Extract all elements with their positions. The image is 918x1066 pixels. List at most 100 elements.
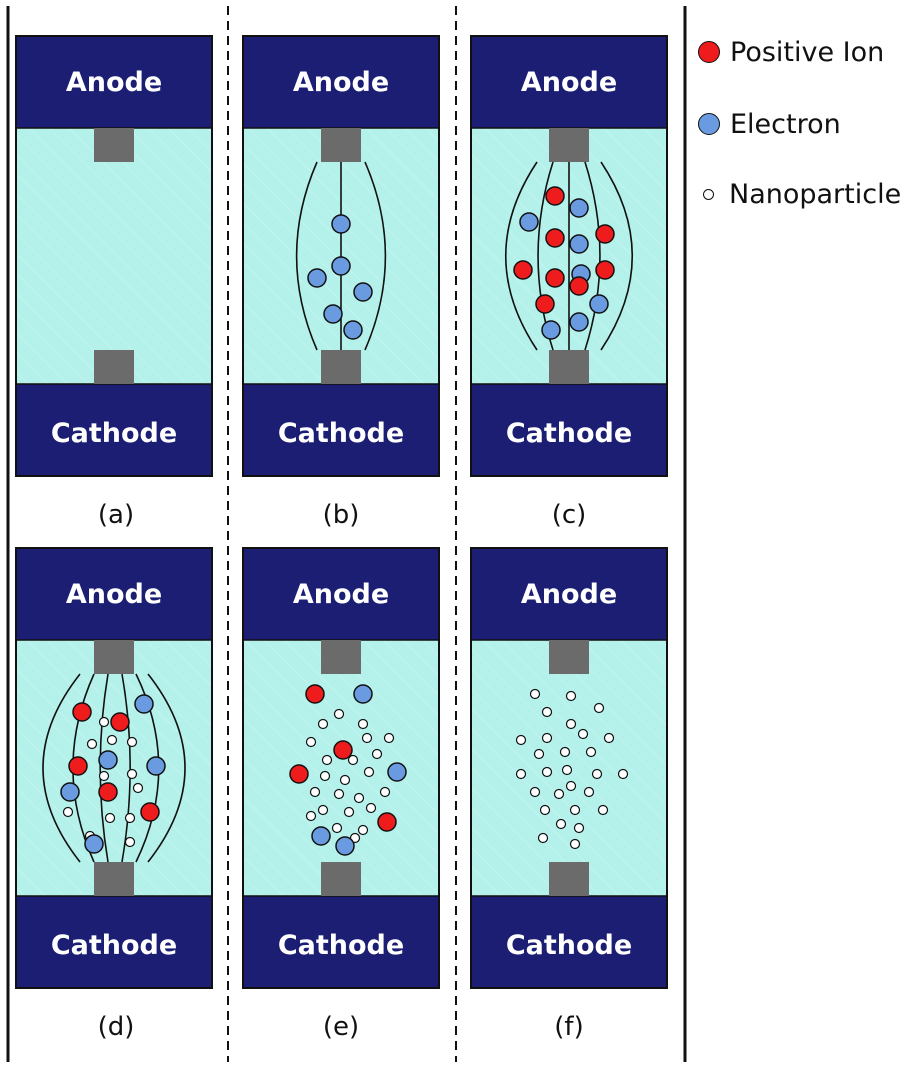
nanoparticle-particle [555,818,567,830]
electron-particle [331,256,351,276]
anode-label: Anode [293,579,389,610]
nanoparticle-particle [86,738,98,750]
panel-frame [242,35,440,477]
cathode-tip [321,350,361,384]
anode-block [16,548,212,640]
nanoparticle-particle [529,786,541,798]
anode-tip [94,640,134,674]
electron-particle [311,826,331,846]
nanoparticle-particle [537,832,549,844]
nanoparticle-particle [333,708,345,720]
cathode-block [471,896,667,988]
panel-frame [470,35,668,477]
electron-particle [134,694,154,714]
nanoparticle-particle [617,768,629,780]
anode-tip [549,640,589,674]
positive-ion-particle [569,276,589,296]
anode-block [243,548,439,640]
cathode-label: Cathode [51,418,177,449]
anode-label: Anode [293,67,389,98]
panel-frame [242,547,440,989]
nanoparticle-particle [319,770,331,782]
positive-ion-particle [535,294,555,314]
electron-particle [335,836,355,856]
nanoparticle-particle [333,788,345,800]
panel-label-c: (c) [551,500,587,530]
nanoparticle-particle [529,688,541,700]
nanoparticle-particle [321,754,333,766]
anode-block [471,548,667,640]
panel-label-b: (b) [322,500,360,530]
discharge-channel-line [295,161,318,351]
nanoparticle-particle [126,736,138,748]
positive-ion-particle [72,702,92,722]
anode-tip [321,640,361,674]
nanoparticle-particle [541,732,553,744]
electron-particle [589,294,609,314]
electron-particle [146,756,166,776]
positive-ion-particle [110,712,130,732]
panel-frame [470,547,668,989]
nanoparticle-particle [379,786,391,798]
anode-label: Anode [66,67,162,98]
cathode-block [243,384,439,476]
electron-particle [343,320,363,340]
nanoparticle-particle [539,804,551,816]
discharge-channel-line [584,161,601,351]
positive-ion-icon [698,41,720,63]
nanoparticle-particle [515,734,527,746]
nanoparticle-particle [533,748,545,760]
panel-label-e: (e) [322,1012,360,1042]
panel-frame [15,547,213,989]
cathode-label: Cathode [506,418,632,449]
cathode-label: Cathode [51,930,177,961]
anode-tip [321,128,361,162]
discharge-channel-line [600,161,633,351]
legend-label-positive-ion: Positive Ion [730,36,885,68]
electron-particle [569,198,589,218]
nanoparticle-particle [585,746,597,758]
electron-particle [98,750,118,770]
positive-ion-particle [545,228,565,248]
cathode-tip [321,862,361,896]
electron-icon [698,113,720,135]
cathode-label: Cathode [278,418,404,449]
panel-frame [15,35,213,477]
nanoparticle-particle [591,768,603,780]
cathode-block [16,384,212,476]
nanoparticle-particle [126,768,138,780]
nanoparticle-particle [305,736,317,748]
positive-ion-particle [545,268,565,288]
nanoparticle-particle [365,802,377,814]
nanoparticle-particle [553,788,565,800]
anode-tip [94,128,134,162]
cathode-tip [94,862,134,896]
electron-particle [519,212,539,232]
electron-particle [541,320,561,340]
panel-label-a: (a) [97,500,135,530]
cathode-block [243,896,439,988]
nanoparticle-particle [565,718,577,730]
nanoparticle-particle [573,822,585,834]
discharge-channel-line [147,673,186,863]
positive-ion-particle [140,802,160,822]
panel-label-f: (f) [554,1012,584,1042]
positive-ion-particle [513,260,533,280]
anode-block [471,36,667,128]
cathode-tip [549,350,589,384]
electron-particle [387,762,407,782]
nanoparticle-particle [353,792,365,804]
nanoparticle-icon [703,188,714,200]
electron-particle [569,234,589,254]
discharge-channel-line [364,161,387,351]
nanoparticle-particle [515,768,527,780]
nanoparticle-particle [371,748,383,760]
discharge-channel-line [42,673,81,863]
nanoparticle-particle [593,702,605,714]
positive-ion-particle [595,260,615,280]
positive-ion-particle [545,186,565,206]
